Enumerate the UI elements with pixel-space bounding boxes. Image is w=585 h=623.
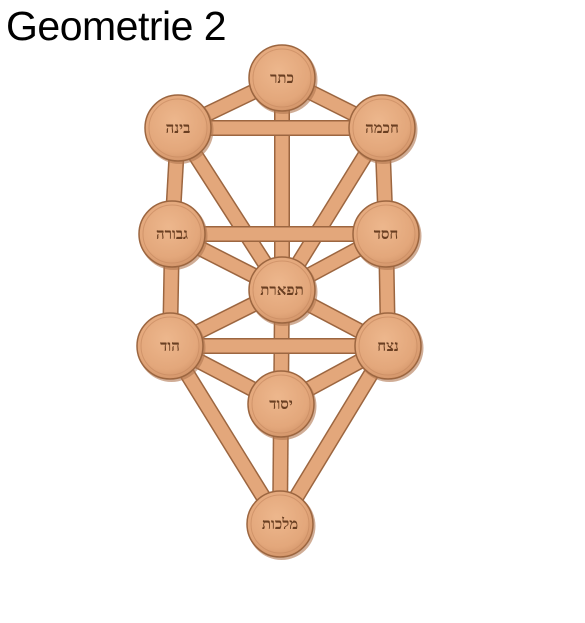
sefira-label-malkhut: מלכות bbox=[262, 515, 298, 533]
page-title: Geometrie 2 bbox=[6, 3, 227, 49]
sefira-label-netzach: נצח bbox=[377, 337, 399, 355]
sefira-gevurah: גבורה bbox=[138, 200, 208, 270]
sefira-chokhmah: חכמה bbox=[348, 94, 418, 164]
sefira-label-tiferet: תפארת bbox=[260, 281, 303, 299]
sefira-label-chesed: חסד bbox=[374, 225, 399, 243]
sefira-tiferet: תפארת bbox=[248, 256, 318, 326]
sefira-label-yesod: יסוד bbox=[269, 395, 293, 413]
sefira-chesed: חסד bbox=[352, 200, 422, 270]
sefirot-nodes: כתר חכמה בינה חסד גבורה תפארת נצח הוד יסוד מלכות bbox=[136, 44, 424, 560]
sefira-label-binah: בינה bbox=[166, 119, 191, 137]
sefira-keter: כתר bbox=[248, 44, 318, 114]
sefira-label-gevurah: גבורה bbox=[156, 225, 188, 243]
sefira-yesod: יסוד bbox=[247, 370, 317, 440]
sefira-label-hod: הוד bbox=[160, 337, 180, 355]
sefira-binah: בינה bbox=[144, 94, 214, 164]
sefira-malkhut: מלכות bbox=[246, 490, 316, 560]
sefira-label-chokhmah: חכמה bbox=[365, 119, 399, 137]
sefira-label-keter: כתר bbox=[270, 69, 294, 87]
sefira-hod: הוד bbox=[136, 312, 206, 382]
sefira-netzach: נצח bbox=[354, 312, 424, 382]
